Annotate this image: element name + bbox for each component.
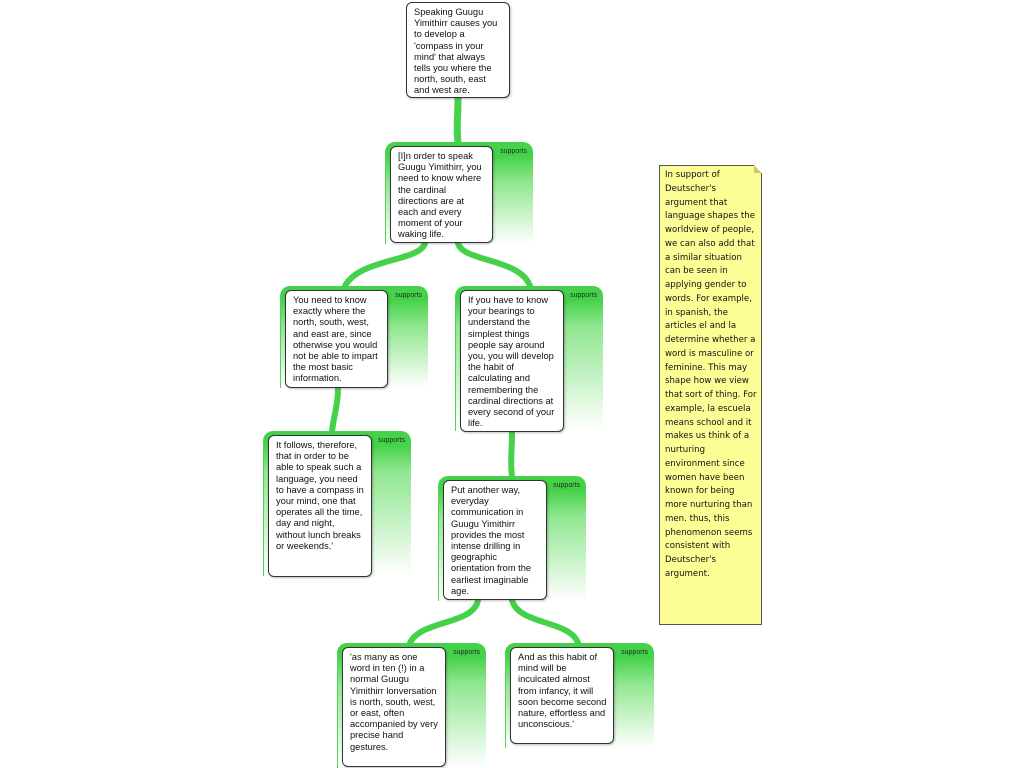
support-label: supports — [500, 148, 527, 155]
reason-node-impart-information[interactable]: You need to know exactly where the north… — [285, 290, 388, 388]
connector-n3-n5 — [329, 386, 341, 434]
connector-n2-n4 — [455, 240, 533, 289]
sticky-note-text: In support of Deutscher's argument that … — [665, 170, 757, 579]
connector-n6-n7 — [407, 597, 481, 646]
support-label: supports — [378, 437, 405, 444]
reason-node-one-word-in-ten[interactable]: 'as many as one word in ten (!) in a nor… — [342, 647, 446, 767]
reason-node-second-nature[interactable]: And as this habit of mind will be inculc… — [510, 647, 614, 744]
claim-node-root[interactable]: Speaking Guugu Yimithirr causes you to d… — [406, 2, 510, 98]
connector-n6-n8 — [509, 597, 581, 646]
note-fold-corner — [754, 165, 762, 173]
reason-node-cardinal-directions[interactable]: [I]n order to speak Guugu Yimithirr, you… — [390, 146, 493, 243]
reason-node-compass-in-mind[interactable]: It follows, therefore, that in order to … — [268, 435, 372, 577]
connector-n1-n2 — [453, 94, 462, 146]
support-label: supports — [553, 482, 580, 489]
support-label: supports — [621, 649, 648, 656]
sticky-note[interactable]: In support of Deutscher's argument that … — [659, 165, 762, 625]
support-label: supports — [570, 292, 597, 299]
connector-n2-n3 — [342, 240, 428, 289]
reason-node-bearings-habit[interactable]: If you have to know your bearings to und… — [460, 290, 564, 432]
reason-node-intense-drilling[interactable]: Put another way, everyday communication … — [443, 480, 547, 600]
support-label: supports — [453, 649, 480, 656]
connector-n4-n6 — [508, 430, 515, 479]
support-label: supports — [395, 292, 422, 299]
